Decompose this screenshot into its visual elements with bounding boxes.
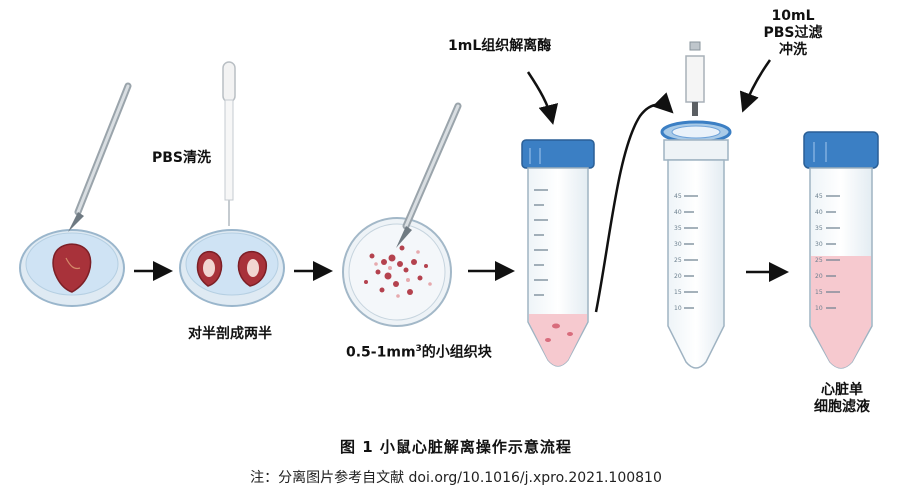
tube-enzyme <box>521 139 595 367</box>
label-cell-line1: 心脏单 <box>821 382 863 398</box>
label-tissue-sup: 3 <box>415 344 422 354</box>
label-cut-half: 对半剖成两半 <box>188 326 272 342</box>
figure-caption: 图 1 小鼠心脏解离操作示意流程 <box>340 438 572 456</box>
svg-text:15: 15 <box>815 289 823 296</box>
label-pbs-filter-line1: 10mL <box>771 8 815 24</box>
svg-text:10: 10 <box>815 305 823 312</box>
svg-text:30: 30 <box>674 241 682 248</box>
pipette-icon <box>222 61 236 226</box>
label-tissue-blocks: 0.5-1mm3的小组织块 <box>346 344 492 361</box>
label-pbs-wash: PBS清洗 <box>152 150 212 166</box>
label-cell-filtrate: 心脏单 细胞滤液 <box>802 382 882 416</box>
label-tissue-suffix: 的小组织块 <box>421 344 492 361</box>
label-tissue-prefix: 0.5-1mm <box>346 344 416 361</box>
tube-cell-filtrate: 45 40 35 30 25 20 15 10 <box>803 131 879 369</box>
dish-whole-heart <box>19 229 125 307</box>
scalpel-icon <box>68 82 132 232</box>
label-enzyme: 1mL组织解离酶 <box>448 38 552 54</box>
svg-text:45: 45 <box>815 193 823 200</box>
figure-note: 注：分离图片参考自文献 doi.org/10.1016/j.xpro.2021.… <box>250 470 662 486</box>
svg-text:40: 40 <box>674 209 682 216</box>
svg-text:35: 35 <box>815 225 823 232</box>
label-cell-line2: 细胞滤液 <box>814 398 870 415</box>
tube-filter: 45 40 35 30 25 20 15 10 <box>660 120 732 369</box>
heart-icon <box>52 243 92 293</box>
svg-text:15: 15 <box>674 289 682 296</box>
svg-text:20: 20 <box>674 273 682 280</box>
label-pbs-filter-line3: 冲洗 <box>779 41 807 58</box>
pbs-filter-arrow <box>739 59 772 113</box>
svg-text:35: 35 <box>674 225 682 232</box>
svg-text:10: 10 <box>674 305 682 312</box>
dish-heart-halves <box>179 229 285 307</box>
svg-text:25: 25 <box>815 257 823 264</box>
svg-text:30: 30 <box>815 241 823 248</box>
transfer-arrow <box>594 92 674 313</box>
svg-text:25: 25 <box>674 257 682 264</box>
syringe-icon <box>685 41 705 116</box>
svg-text:45: 45 <box>674 193 682 200</box>
scalpel-icon-2 <box>396 102 462 248</box>
label-pbs-filter: 10mL PBS过滤 冲洗 <box>748 8 838 58</box>
svg-text:40: 40 <box>815 209 823 216</box>
dish-minced-tissue <box>342 217 452 327</box>
enzyme-arrow <box>526 71 559 125</box>
svg-text:20: 20 <box>815 273 823 280</box>
label-pbs-filter-line2: PBS过滤 <box>763 24 823 41</box>
